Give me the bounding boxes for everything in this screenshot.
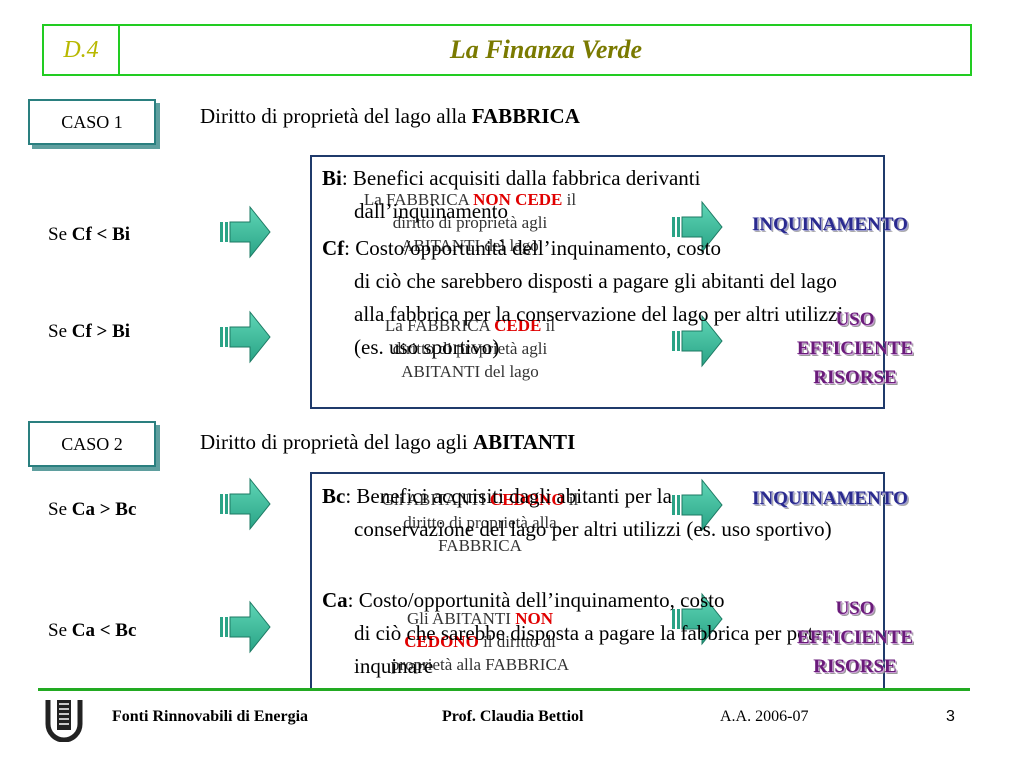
- footer-year: A.A. 2006-07: [720, 708, 809, 725]
- case-1-label: CASO 1: [28, 99, 156, 145]
- page-number: 3: [946, 708, 955, 725]
- condition-cf-lt-bi: Se Cf < Bi: [48, 224, 131, 245]
- slide-title: La Finanza Verde: [449, 35, 643, 64]
- arrow-right-icon: [220, 310, 272, 364]
- result-inquinamento-2: INQUINAMENTO: [752, 488, 908, 509]
- result-uso-efficiente-2: USO EFFICIENTE RISORSE: [796, 598, 914, 677]
- arrow-right-icon: [220, 477, 272, 531]
- slide-header: D.4 La Finanza Verde: [42, 24, 972, 76]
- case-1-title: Diritto di proprietà del lago alla FABBR…: [200, 104, 580, 128]
- condition-cf-gt-bi: Se Cf > Bi: [48, 321, 131, 342]
- footer-professor: Prof. Claudia Bettiol: [442, 708, 584, 725]
- arrow-right-icon: [220, 205, 272, 259]
- case-2-outcome-cedono: Gli ABITANTI CEDONO il diritto di propri…: [381, 490, 579, 555]
- definition-bi: Bi: Benefici acquisiti dalla fabbrica de…: [322, 166, 701, 223]
- result-inquinamento-1: INQUINAMENTO: [752, 214, 908, 235]
- definition-bc: Bc: Benefici acquisiti dagli abitanti pe…: [322, 484, 832, 541]
- case-2-label: CASO 2: [28, 421, 156, 467]
- case-2-outcome-non-cedono: Gli ABITANTI NON CEDONO il diritto di pr…: [390, 609, 570, 674]
- arrow-right-icon: [220, 600, 272, 654]
- definition-cf: Cf: Costo/opportunità dell’inquinamento,…: [322, 236, 844, 359]
- definition-ca: Ca: Costo/opportunità dell’inquinamento,…: [322, 588, 830, 678]
- university-logo-icon: [45, 700, 83, 742]
- case-1-outcome-not-cede: La FABBRICA NON CEDE il diritto di propr…: [363, 190, 577, 255]
- case-1-outcome-cede: La FABBRICA CEDE il diritto di proprietà…: [384, 316, 556, 381]
- condition-ca-lt-bc: Se Ca < Bc: [48, 620, 137, 641]
- case-1-definition-box: [310, 155, 885, 409]
- result-uso-efficiente-1: USO EFFICIENTE RISORSE: [796, 309, 914, 388]
- slide-code: D.4: [44, 26, 120, 74]
- condition-ca-gt-bc: Se Ca > Bc: [48, 499, 137, 520]
- footer-divider: [38, 688, 970, 691]
- footer-course: Fonti Rinnovabili di Energia: [112, 708, 309, 725]
- case-2-title: Diritto di proprietà del lago agli ABITA…: [200, 430, 576, 454]
